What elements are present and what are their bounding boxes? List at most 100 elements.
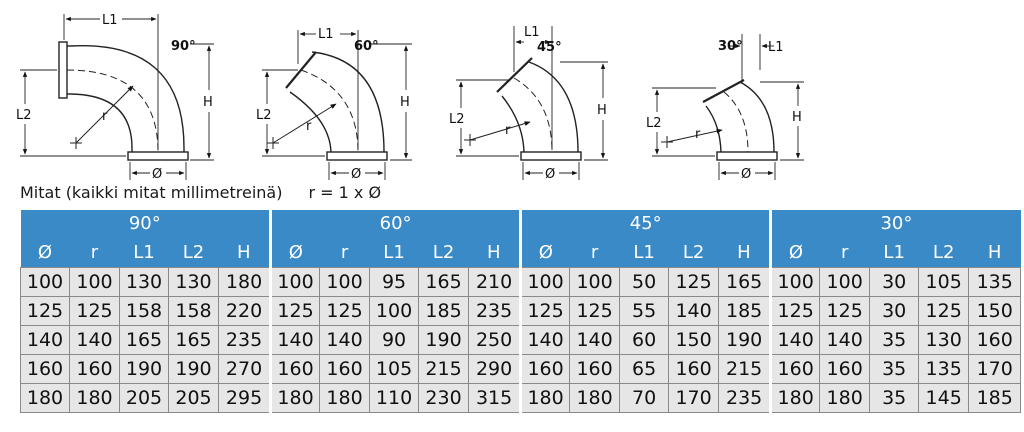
table-cell: 215 xyxy=(718,354,772,384)
table-cell: 295 xyxy=(217,383,272,413)
table-cell: 180 xyxy=(569,383,621,413)
table-cell: 125 xyxy=(918,296,970,326)
group-header: 60° xyxy=(269,210,521,237)
table-cell: 30 xyxy=(869,267,920,297)
table-cell: 110 xyxy=(369,383,420,413)
column-header: r xyxy=(819,237,870,268)
table-cell: 95 xyxy=(369,267,420,297)
elbow-30-r-label: r xyxy=(695,127,701,142)
table-cell: 125 xyxy=(569,296,621,326)
table-cell: 35 xyxy=(869,354,920,384)
table-cell: 180 xyxy=(269,383,321,413)
column-header: L2 xyxy=(418,237,469,268)
table-cell: 100 xyxy=(369,296,420,326)
table-cell: 165 xyxy=(119,325,169,355)
table-cell: 140 xyxy=(69,325,120,355)
elbow-30-h-label: H xyxy=(792,110,802,125)
table-cell: 60 xyxy=(619,325,670,355)
table-cell: 205 xyxy=(168,383,219,413)
table-cell: 290 xyxy=(468,354,522,384)
table-cell: 190 xyxy=(168,354,219,384)
column-header: r xyxy=(569,237,620,268)
table-cell: 65 xyxy=(619,354,670,384)
table-cell: 140 xyxy=(569,325,621,355)
table-cell: 100 xyxy=(20,267,70,297)
table-cell: 160 xyxy=(569,354,621,384)
table-cell: 205 xyxy=(119,383,169,413)
table-cell: 190 xyxy=(718,325,772,355)
table-cell: 165 xyxy=(418,267,470,297)
dimensions-caption: Mitat (kaikki mitat millimetreinä) r = 1 … xyxy=(20,183,381,202)
table-cell: 50 xyxy=(619,267,670,297)
elbow-60-r-label: r xyxy=(306,119,312,134)
table-cell: 160 xyxy=(20,354,70,384)
elbow-60-l2-label: L2 xyxy=(256,108,272,123)
column-header: L2 xyxy=(168,237,219,268)
table-cell: 35 xyxy=(869,383,920,413)
column-header: H xyxy=(968,237,1021,268)
table-cell: 140 xyxy=(20,325,70,355)
column-header: L1 xyxy=(369,237,419,268)
table-cell: 125 xyxy=(819,296,871,326)
table-cell: 140 xyxy=(269,325,321,355)
table-cell: 125 xyxy=(69,296,120,326)
table-cell: 125 xyxy=(269,296,321,326)
elbow-60-l1-label: L1 xyxy=(318,27,334,42)
table-cell: 55 xyxy=(619,296,670,326)
elbow-45-drawing xyxy=(456,26,608,180)
elbow-30-l2-label: L2 xyxy=(646,116,662,131)
table-cell: 180 xyxy=(819,383,871,413)
elbow-30-l1-label: L1 xyxy=(768,40,784,55)
table-cell: 130 xyxy=(918,325,970,355)
table-cell: 315 xyxy=(468,383,522,413)
table-cell: 185 xyxy=(968,383,1022,413)
elbow-30-dia-label: Ø xyxy=(741,167,751,182)
table-cell: 70 xyxy=(619,383,670,413)
table-cell: 190 xyxy=(418,325,470,355)
table-cell: 30 xyxy=(869,296,920,326)
column-header: L1 xyxy=(619,237,669,268)
elbow-60-drawing xyxy=(262,30,412,180)
elbow-45-angle-label: 45° xyxy=(537,40,562,55)
table-cell: 165 xyxy=(718,267,772,297)
elbow-90-r-label: r xyxy=(102,109,108,124)
table-cell: 160 xyxy=(519,354,571,384)
table-cell: 140 xyxy=(519,325,571,355)
table-cell: 250 xyxy=(468,325,522,355)
column-header: Ø xyxy=(519,237,570,268)
group-header: 45° xyxy=(519,210,771,237)
table-cell: 135 xyxy=(968,267,1022,297)
table-cell: 125 xyxy=(769,296,821,326)
table-cell: 160 xyxy=(968,325,1022,355)
table-cell: 210 xyxy=(468,267,522,297)
table-cell: 100 xyxy=(769,267,821,297)
radius-formula: r = 1 x Ø xyxy=(308,183,382,202)
table-cell: 130 xyxy=(119,267,169,297)
table-cell: 150 xyxy=(968,296,1022,326)
table-cell: 190 xyxy=(119,354,169,384)
elbow-60-dia-label: Ø xyxy=(351,167,361,182)
table-cell: 140 xyxy=(769,325,821,355)
table-cell: 158 xyxy=(168,296,219,326)
table-cell: 160 xyxy=(319,354,371,384)
table-cell: 165 xyxy=(168,325,219,355)
table-cell: 158 xyxy=(119,296,169,326)
table-cell: 125 xyxy=(319,296,371,326)
table-cell: 185 xyxy=(718,296,772,326)
caption-text: Mitat (kaikki mitat millimetreinä) xyxy=(20,183,283,202)
table-cell: 160 xyxy=(269,354,321,384)
table-cell: 105 xyxy=(369,354,420,384)
table-cell: 180 xyxy=(217,267,272,297)
elbow-90-dia-label: Ø xyxy=(152,167,162,182)
table-cell: 125 xyxy=(519,296,571,326)
table-cell: 140 xyxy=(668,296,720,326)
table-cell: 170 xyxy=(668,383,720,413)
group-header: 30° xyxy=(769,210,1021,237)
